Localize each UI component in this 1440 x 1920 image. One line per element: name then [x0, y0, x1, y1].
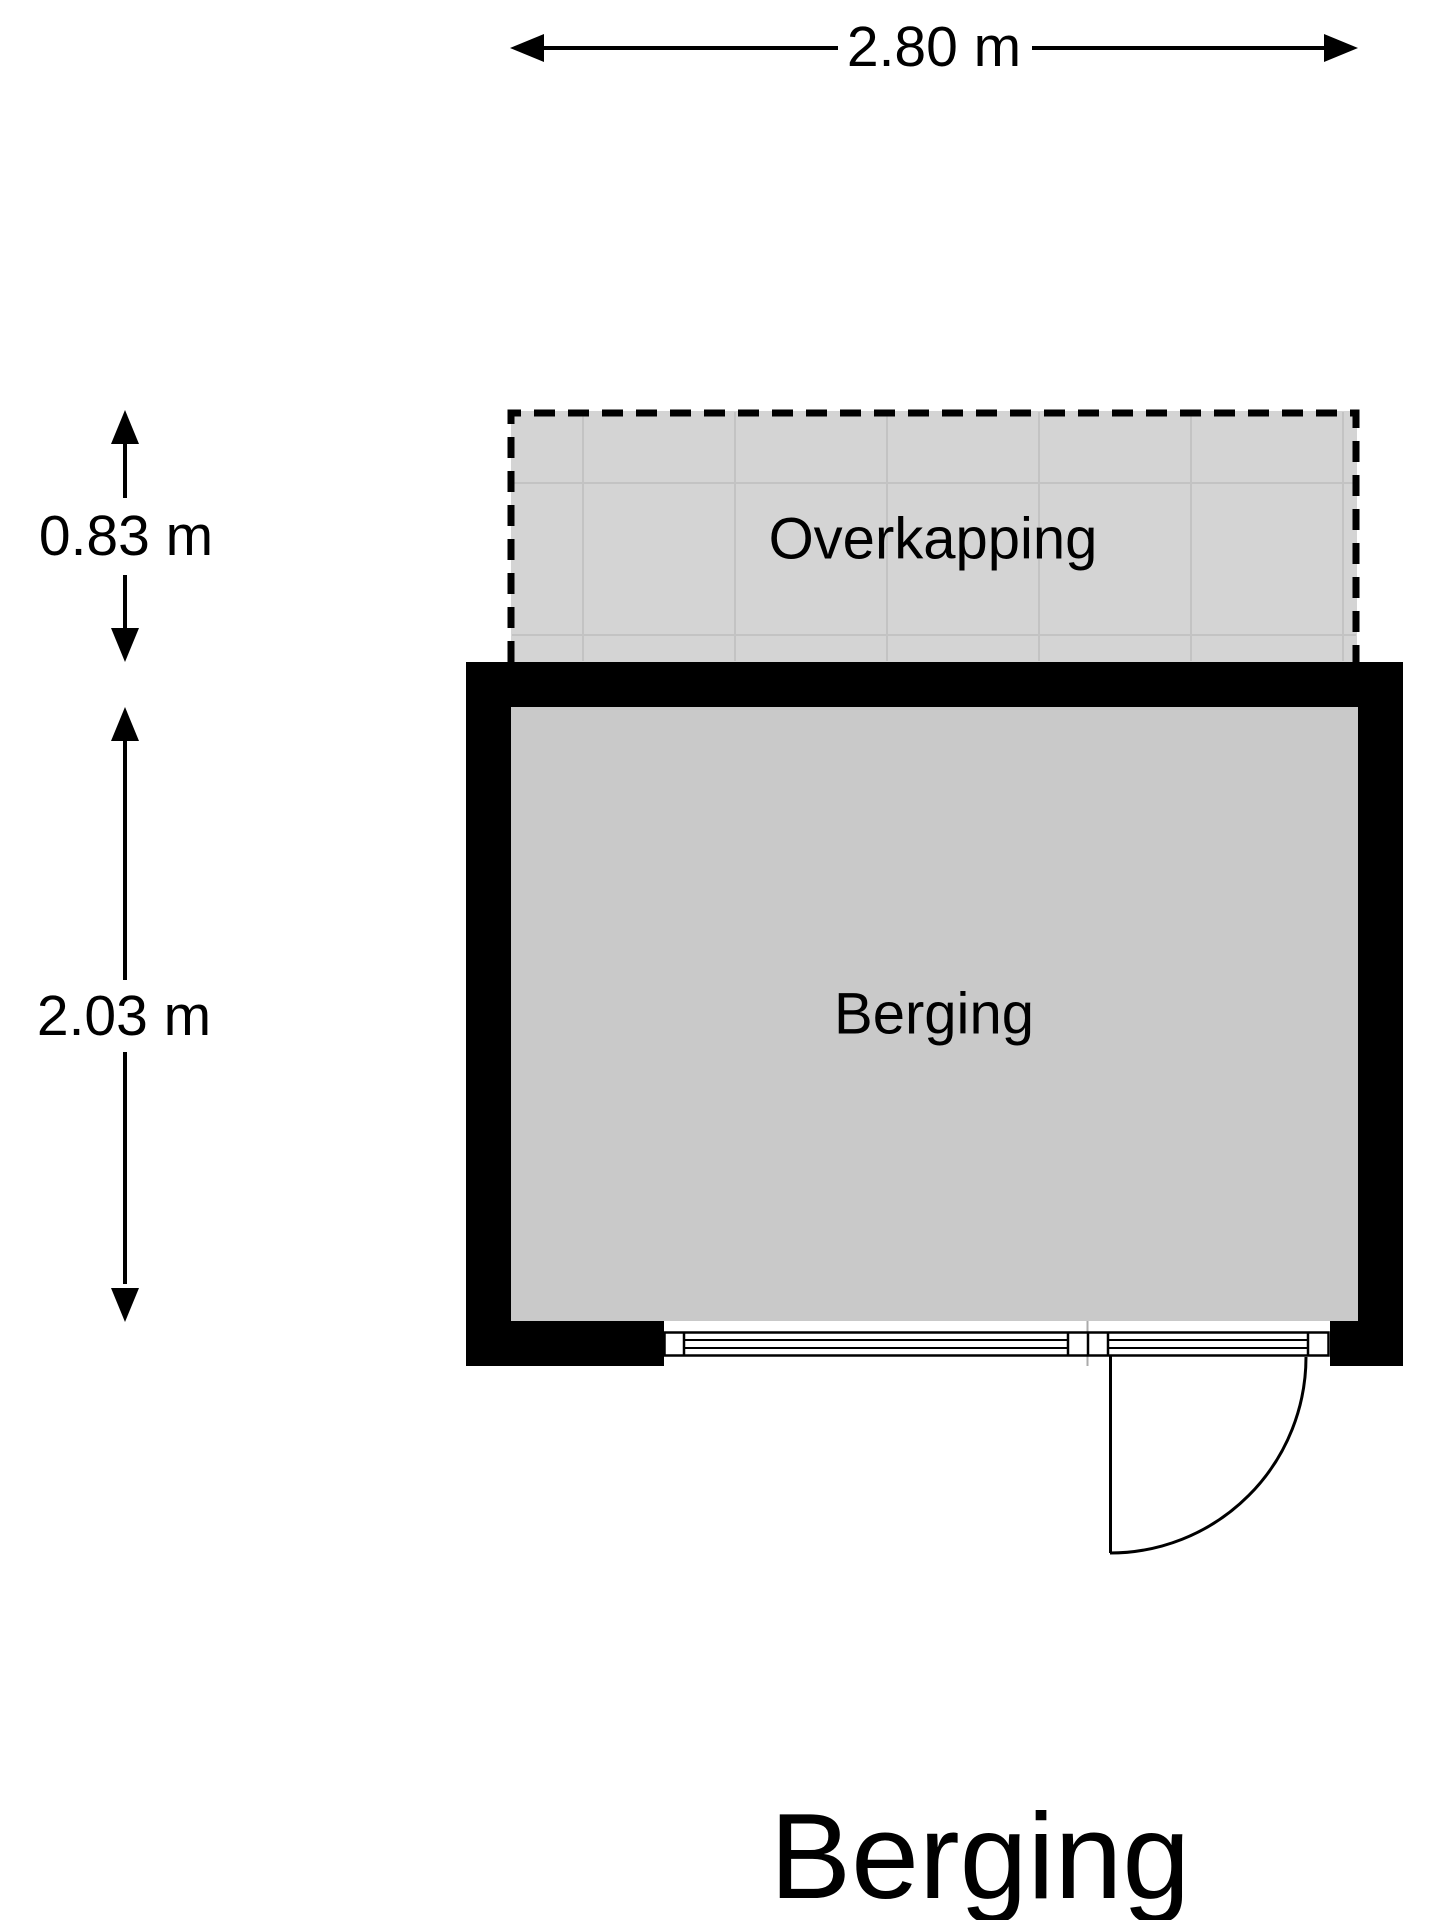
room-label-berging: Berging: [834, 981, 1034, 1047]
arrowhead-right-icon: [1324, 34, 1358, 62]
wall-right: [1358, 662, 1403, 1366]
overkapping-floor: [511, 411, 1357, 662]
door: [1109, 1356, 1308, 1555]
walls: [466, 662, 1403, 1366]
door-swing-arc: [1109, 1356, 1308, 1555]
berging-floor: [511, 707, 1358, 1321]
arrowhead-up-icon: [111, 410, 139, 444]
room-label-overkapping: Overkapping: [768, 506, 1098, 572]
window-glazing-lines: [685, 1339, 1307, 1349]
dimension-arrow-width: [510, 34, 1358, 62]
arrowhead-down-icon: [111, 1288, 139, 1322]
wall-top: [466, 662, 1403, 707]
arrowhead-up-icon: [111, 707, 139, 741]
arrowhead-left-icon: [510, 34, 544, 62]
wall-left: [466, 662, 511, 1366]
dimension-label-width: 2.80 m: [846, 15, 1022, 79]
plan-title: Berging: [769, 1788, 1191, 1920]
arrowhead-down-icon: [111, 628, 139, 662]
dimension-arrow-berging: [111, 707, 139, 1322]
dimension-label-overkapping-depth: 0.83 m: [38, 504, 214, 568]
dimension-arrow-overkapping: [111, 410, 139, 662]
wall-bottom-left: [466, 1321, 664, 1366]
window-assembly: [663, 1331, 1330, 1357]
dimension-label-berging-depth: 2.03 m: [36, 984, 212, 1048]
overkapping-area: [507, 409, 1360, 662]
window-frame-dividers: [682, 1332, 1310, 1356]
window-frame-box: [663, 1331, 1330, 1357]
wall-bottom-right: [1330, 1321, 1403, 1366]
overkapping-grid: [512, 412, 1356, 661]
